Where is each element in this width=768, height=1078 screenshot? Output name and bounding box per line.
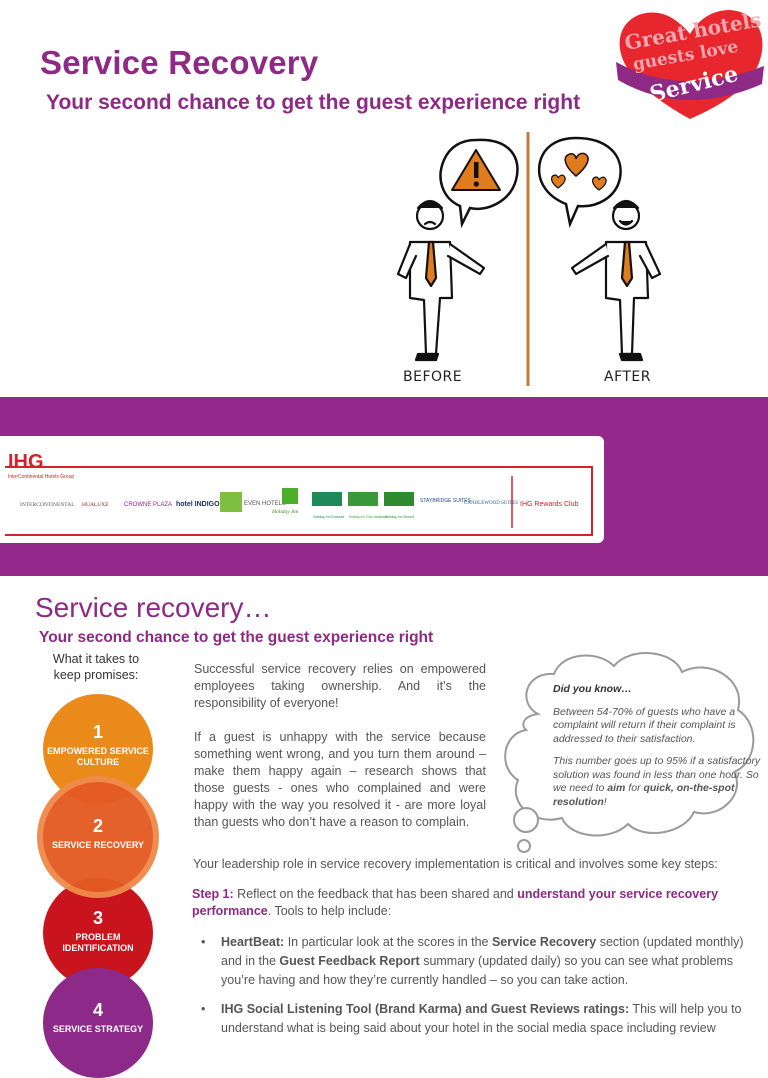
heart-icon <box>564 152 589 177</box>
brand-logo-1: INTERCONTINENTAL <box>20 502 75 508</box>
step-circle-3-number: 3 <box>92 908 103 928</box>
before-caption: BEFORE <box>403 369 463 385</box>
step-circle-3-label: PROBLEM IDENTIFICATION <box>62 932 134 953</box>
did-you-know-p1: Between 54-70% of guests who have a comp… <box>553 705 736 745</box>
brand-logo-11: CANDLEWOOD SUITES <box>464 501 518 506</box>
did-you-know-text: Did you know… Between 54-70% of guests w… <box>553 683 761 818</box>
list-item: HeartBeat: In particular look at the sco… <box>199 933 751 990</box>
step-circle-4-number: 4 <box>92 1000 103 1020</box>
after-caption: AFTER <box>604 369 652 385</box>
brand-logo-7: Holiday Inn Express <box>313 515 344 519</box>
brand-logo-4: hotel INDIGO <box>176 501 220 508</box>
list-item: IHG Social Listening Tool (Brand Karma) … <box>199 1000 751 1038</box>
brand-logo-8: Holiday Inn Club Vacations <box>349 515 387 519</box>
before-after-illustration <box>396 132 662 386</box>
brand-logo-5: EVEN HOTELS <box>244 501 286 507</box>
step-1-text: Step 1: Reflect on the feedback that has… <box>192 887 719 918</box>
step-circle-2-label: SERVICE RECOVERY <box>51 840 145 850</box>
brand-logos: IHG InterContinental Hotels Group INTERC… <box>8 451 578 528</box>
step-1-highlight: understand your service recovery perform… <box>192 887 719 918</box>
body-paragraph-2: If a guest is unhappy with the service b… <box>194 730 486 829</box>
did-you-know-heading: Did you know… <box>553 683 632 695</box>
step-circle-4-label: SERVICE STRATEGY <box>52 1024 144 1034</box>
section-subtitle: Your second chance to get the guest expe… <box>39 629 434 646</box>
thought-cloud <box>504 652 755 853</box>
section-title: Service recovery… <box>35 592 272 623</box>
step-circle-2-number: 2 <box>92 816 103 836</box>
warning-bubble <box>439 138 519 229</box>
sad-man-figure <box>396 199 486 362</box>
page-subtitle: Your second chance to get the guest expe… <box>46 91 581 114</box>
did-you-know-p2: This number goes up to 95% if a satisfac… <box>553 755 761 808</box>
tools-list: HeartBeat: In particular look at the sco… <box>199 933 751 1048</box>
great-hotels-badge: Great hotels guests love Service <box>616 7 764 119</box>
rewards-logo: IHG Rewards Club <box>520 501 578 508</box>
step-circle-1-label: EMPOWERED SERVICE CULTURE <box>47 746 149 767</box>
brand-logo-6: Holiday Inn <box>271 509 299 515</box>
ihg-logo: IHG <box>8 451 44 473</box>
body-paragraph-1: Successful service recovery relies on em… <box>194 662 486 710</box>
step-1-label: Step 1: <box>192 887 234 901</box>
brand-logo-3: CROWNE PLAZA <box>124 502 172 508</box>
step-circle-4: 4 SERVICE STRATEGY <box>43 968 153 1078</box>
happy-man-figure <box>570 199 662 362</box>
brand-logo-9: Holiday Inn Resort <box>385 515 414 519</box>
page-title: Service Recovery <box>40 44 319 81</box>
brand-logo-card <box>0 436 604 543</box>
what-it-takes-label: What it takes to keep promises: <box>52 652 140 682</box>
leadership-lead: Your leadership role in service recovery… <box>193 857 718 871</box>
brand-logo-10: STAYBRIDGE SUITES <box>420 498 472 504</box>
step-circle-1-number: 1 <box>92 722 103 742</box>
step-circle-2: 2 SERVICE RECOVERY <box>37 776 159 898</box>
ihg-sub-logo: InterContinental Hotels Group <box>8 474 74 480</box>
hearts-bubble <box>537 136 622 229</box>
brand-logo-frame <box>5 466 593 536</box>
brand-logo-2: HUALUXE <box>82 502 109 508</box>
